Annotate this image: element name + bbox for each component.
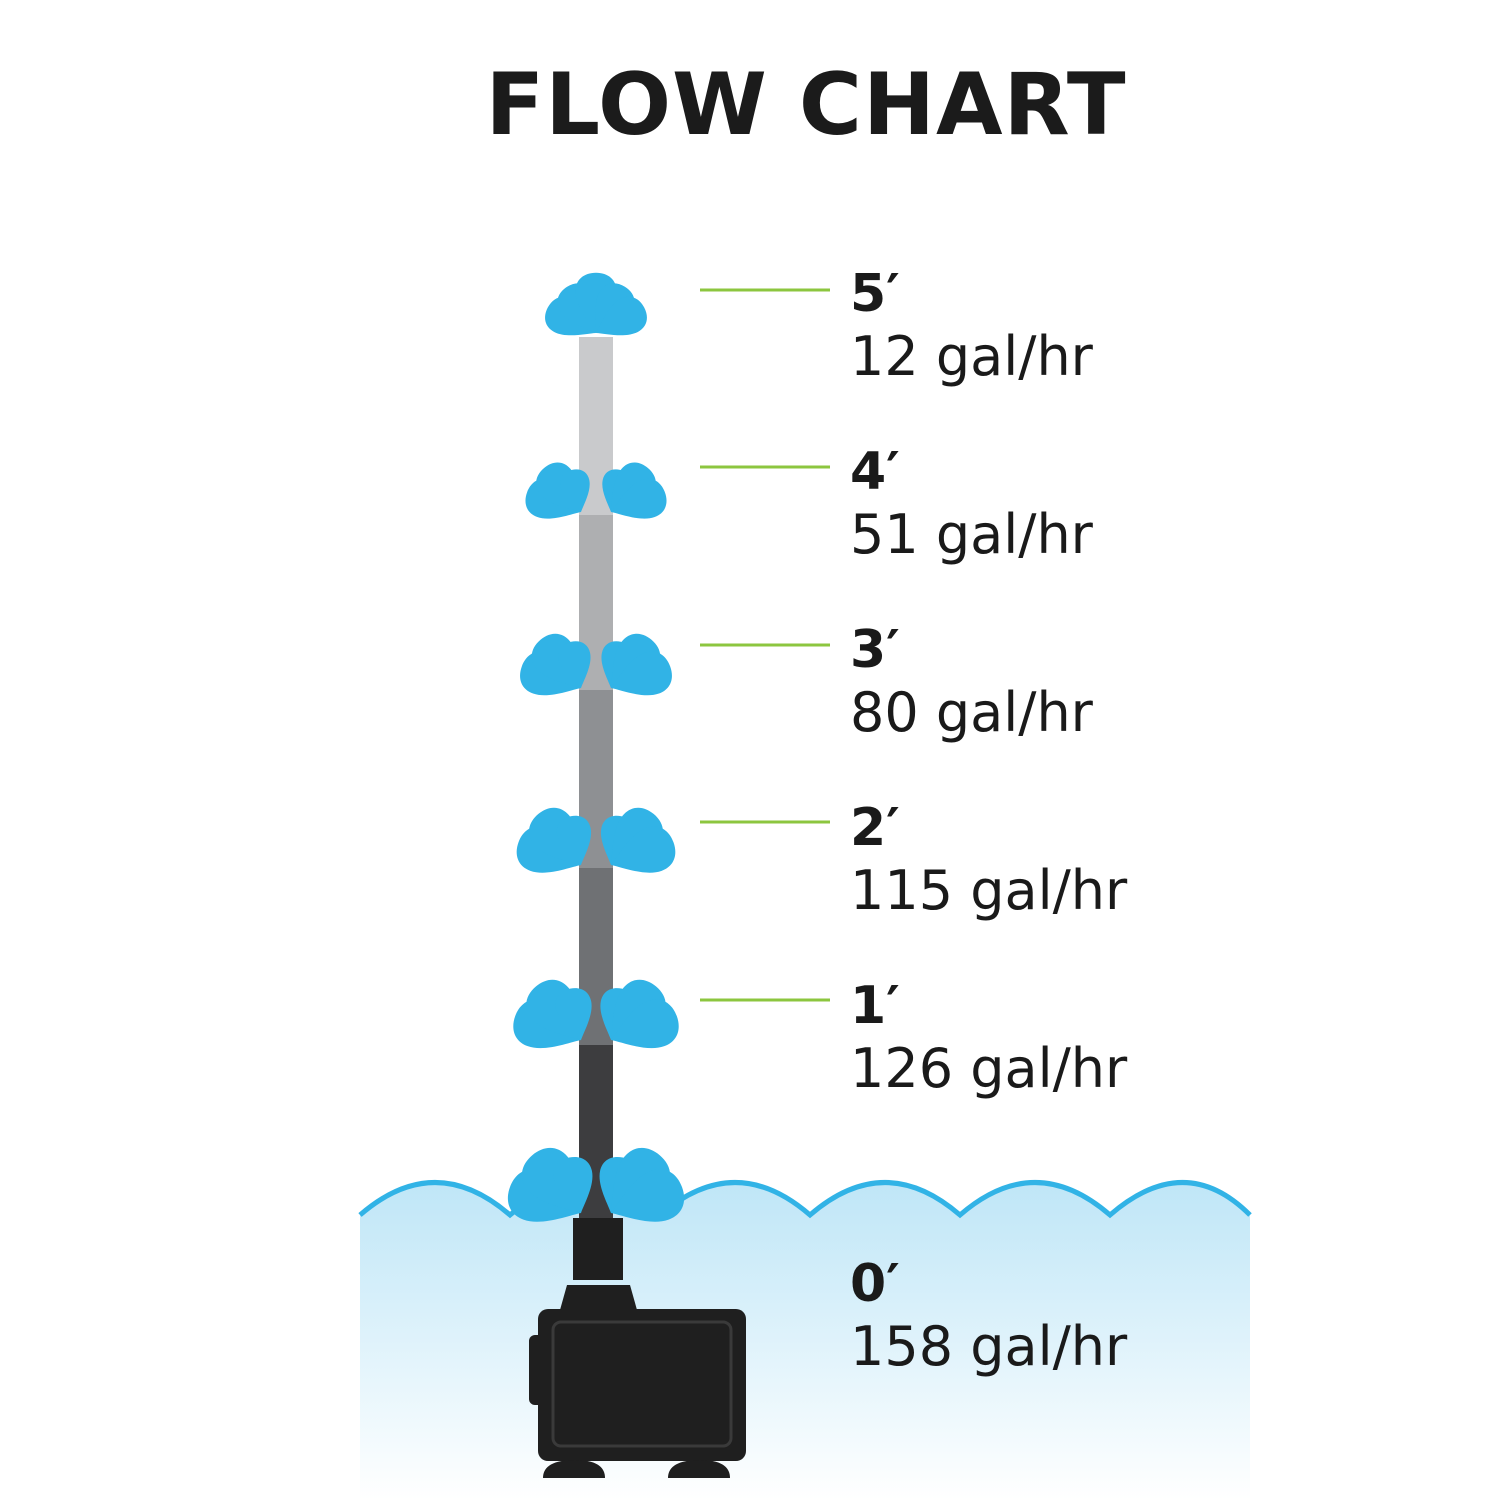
pump <box>529 1218 746 1478</box>
water-surface-line <box>358 1180 1252 1219</box>
fountain-tube <box>579 337 613 1218</box>
flow-rate-label: 12 gal/hr <box>850 325 1093 388</box>
height-label: 0′ <box>850 1254 900 1314</box>
height-label: 3′ <box>850 620 900 680</box>
flow-rate-label: 51 gal/hr <box>850 503 1093 566</box>
flow-rate-label: 126 gal/hr <box>850 1037 1128 1100</box>
level-label: 3′80 gal/hr <box>850 624 1093 740</box>
leader-lines <box>700 288 830 1002</box>
level-label: 1′126 gal/hr <box>850 980 1127 1096</box>
height-label: 4′ <box>850 442 900 502</box>
chart-title: FLOW CHART <box>485 55 1127 155</box>
height-label: 1′ <box>850 976 900 1036</box>
flow-rate-label: 158 gal/hr <box>850 1315 1128 1378</box>
flow-rate-label: 115 gal/hr <box>850 859 1128 922</box>
level-label: 4′51 gal/hr <box>850 446 1093 562</box>
level-label: 5′12 gal/hr <box>850 268 1093 384</box>
height-label: 5′ <box>850 264 900 324</box>
flow-rate-label: 80 gal/hr <box>850 681 1093 744</box>
level-label: 0′158 gal/hr <box>850 1258 1127 1374</box>
level-label: 2′115 gal/hr <box>850 802 1127 918</box>
height-label: 2′ <box>850 798 900 858</box>
